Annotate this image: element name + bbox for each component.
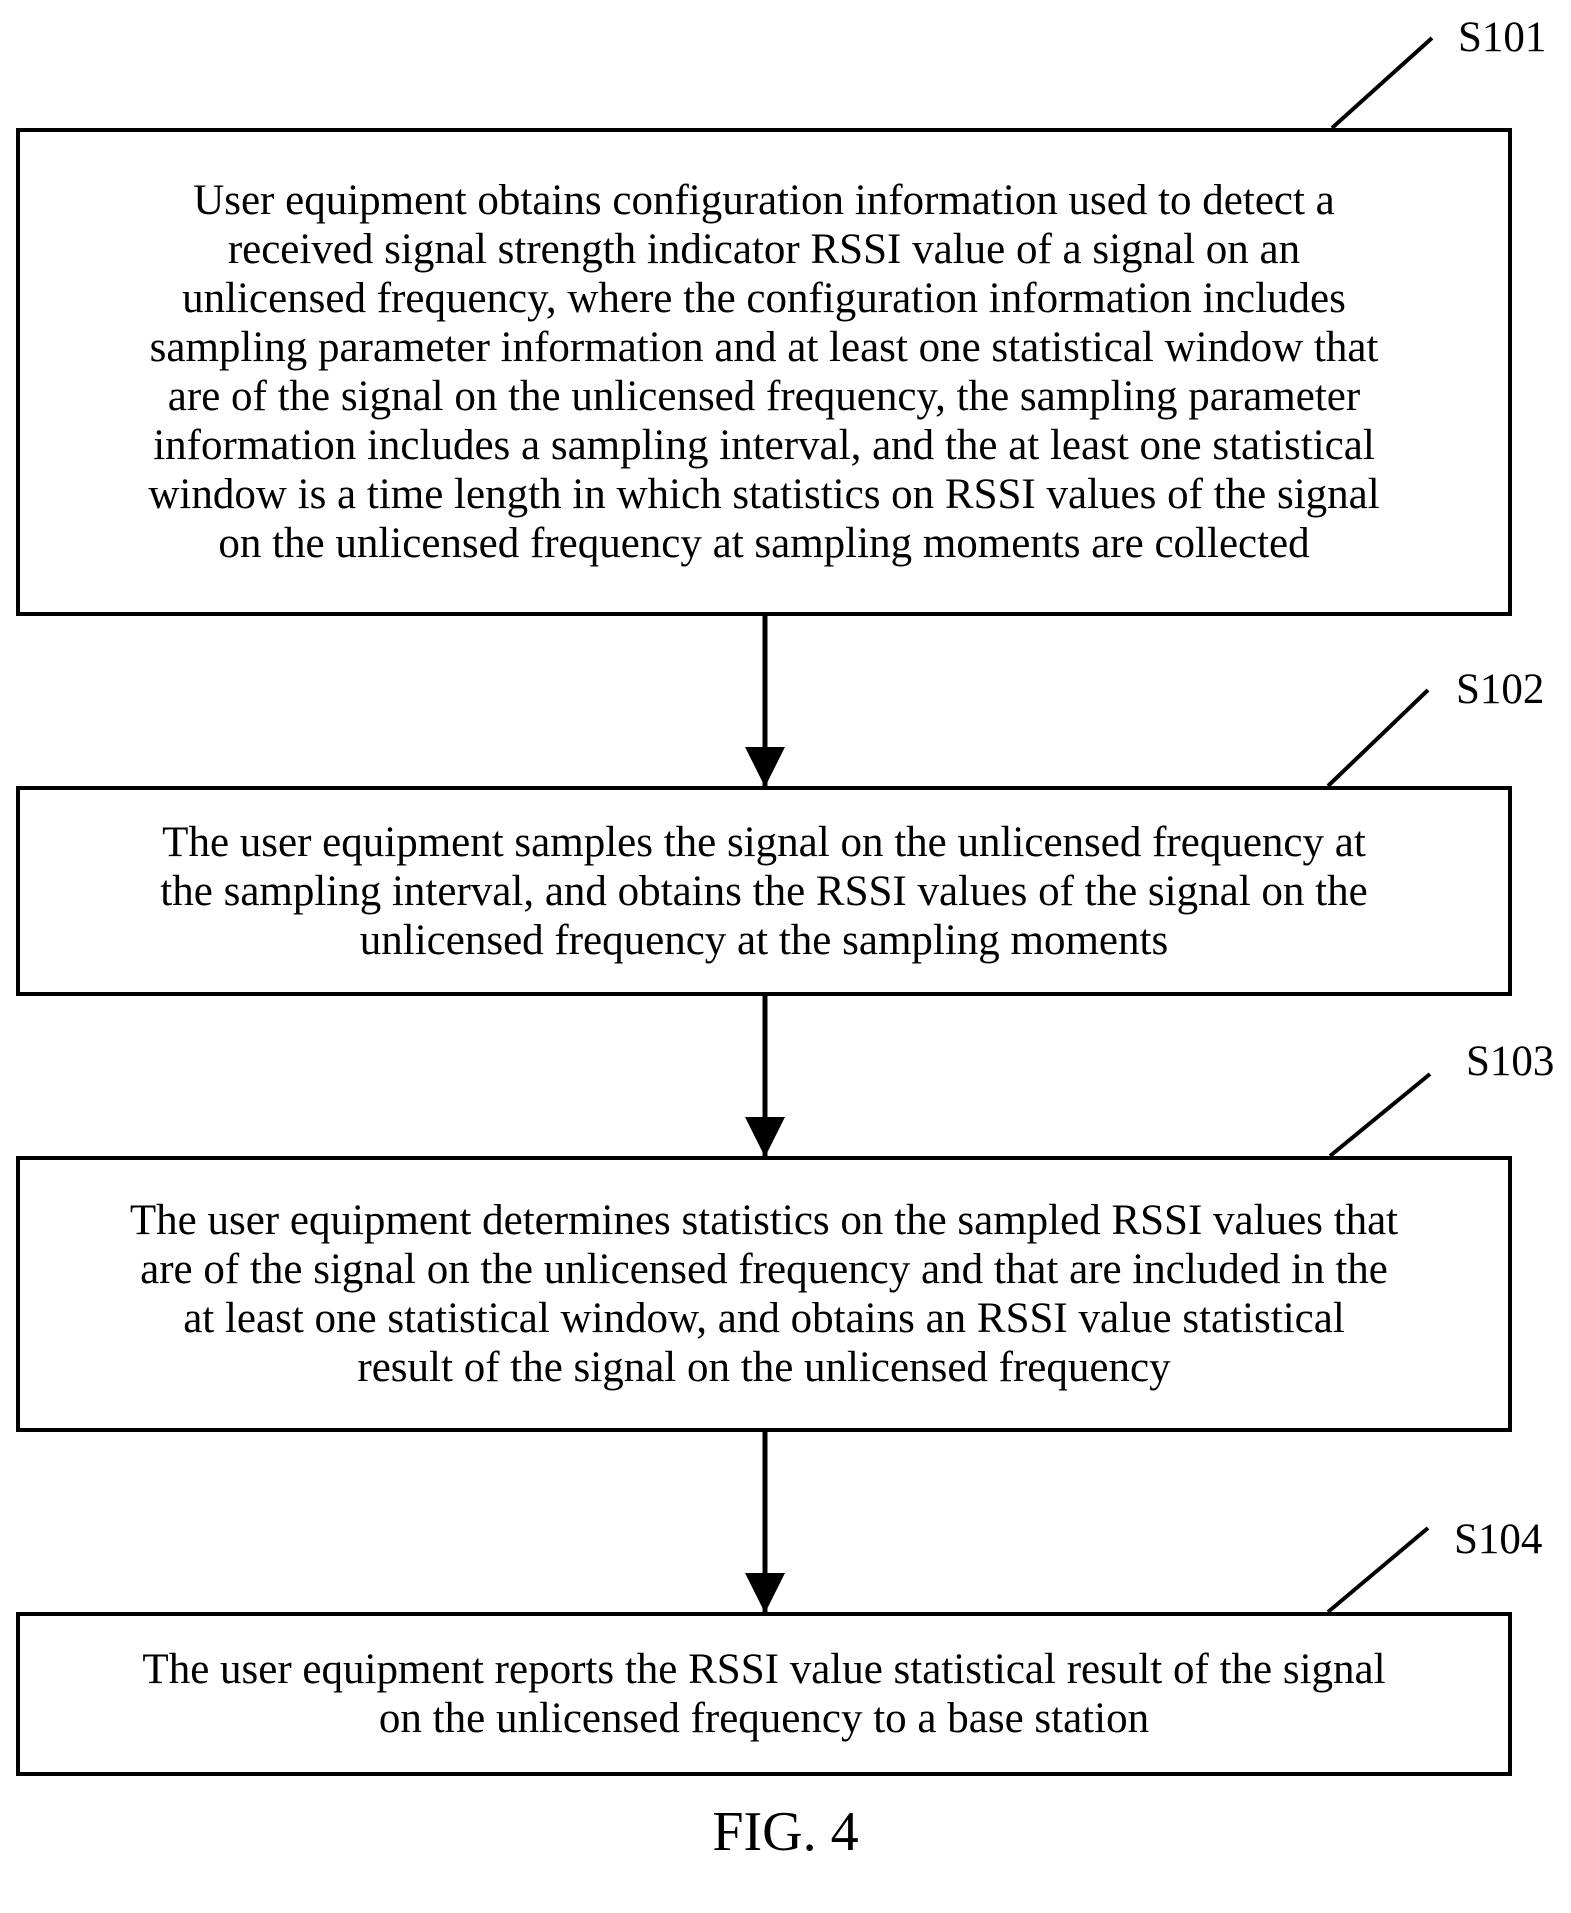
leader-line-s101 xyxy=(1332,38,1432,128)
step-box-s103: The user equipment determines statistics… xyxy=(16,1156,1512,1432)
step-label-s104: S104 xyxy=(1454,1518,1542,1561)
step-box-s102: The user equipment samples the signal on… xyxy=(16,786,1512,996)
leader-line-s104 xyxy=(1328,1528,1428,1612)
step-text-s101: User equipment obtains configuration inf… xyxy=(148,176,1379,568)
step-text-s104: The user equipment reports the RSSI valu… xyxy=(142,1645,1385,1743)
step-label-s101: S101 xyxy=(1458,16,1546,59)
figure-caption: FIG. 4 xyxy=(0,1804,1571,1860)
step-box-s101: User equipment obtains configuration inf… xyxy=(16,128,1512,616)
step-text-s102: The user equipment samples the signal on… xyxy=(160,818,1367,965)
leader-line-s103 xyxy=(1330,1074,1430,1156)
step-box-s104: The user equipment reports the RSSI valu… xyxy=(16,1612,1512,1776)
step-text-s103: The user equipment determines statistics… xyxy=(130,1196,1398,1392)
step-label-s102: S102 xyxy=(1456,668,1544,711)
step-label-s103: S103 xyxy=(1466,1040,1554,1083)
leader-line-s102 xyxy=(1328,690,1428,786)
